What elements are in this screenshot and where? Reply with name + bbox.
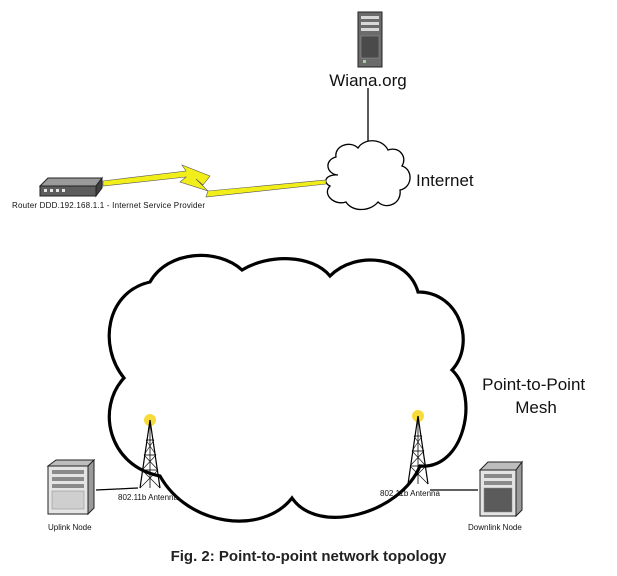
downlink-node-server-icon — [478, 460, 523, 518]
router-label: Router DDD.192.168.1.1 - Internet Servic… — [12, 201, 205, 210]
right-antenna-tower-icon — [407, 410, 429, 485]
internet-label: Internet — [416, 171, 474, 190]
uplink-node-server-icon — [46, 458, 96, 516]
downlink-node-label: Downlink Node — [468, 523, 522, 532]
wiana-server-icon — [357, 11, 383, 68]
router-icon — [38, 176, 103, 198]
uplink-node-label: Uplink Node — [48, 523, 92, 532]
left-antenna-tower-icon — [139, 414, 161, 489]
mesh-label-line1: Point-to-Point — [482, 375, 585, 394]
right-antenna-label: 802.11b Antenna — [380, 489, 440, 498]
internet-cloud-icon — [325, 140, 411, 211]
wireless-link-lightning — [102, 164, 327, 198]
uplink-antenna-link — [95, 487, 139, 491]
wiana-server-label: Wiana.org — [329, 71, 406, 90]
mesh-cloud-icon — [107, 253, 468, 523]
left-antenna-label: 802.11b Antenna — [118, 493, 178, 502]
mesh-label-line2: Mesh — [515, 398, 557, 417]
figure-caption: Fig. 2: Point-to-point network topology — [170, 548, 447, 565]
mesh-label: Point-to-Point Mesh — [482, 375, 590, 417]
